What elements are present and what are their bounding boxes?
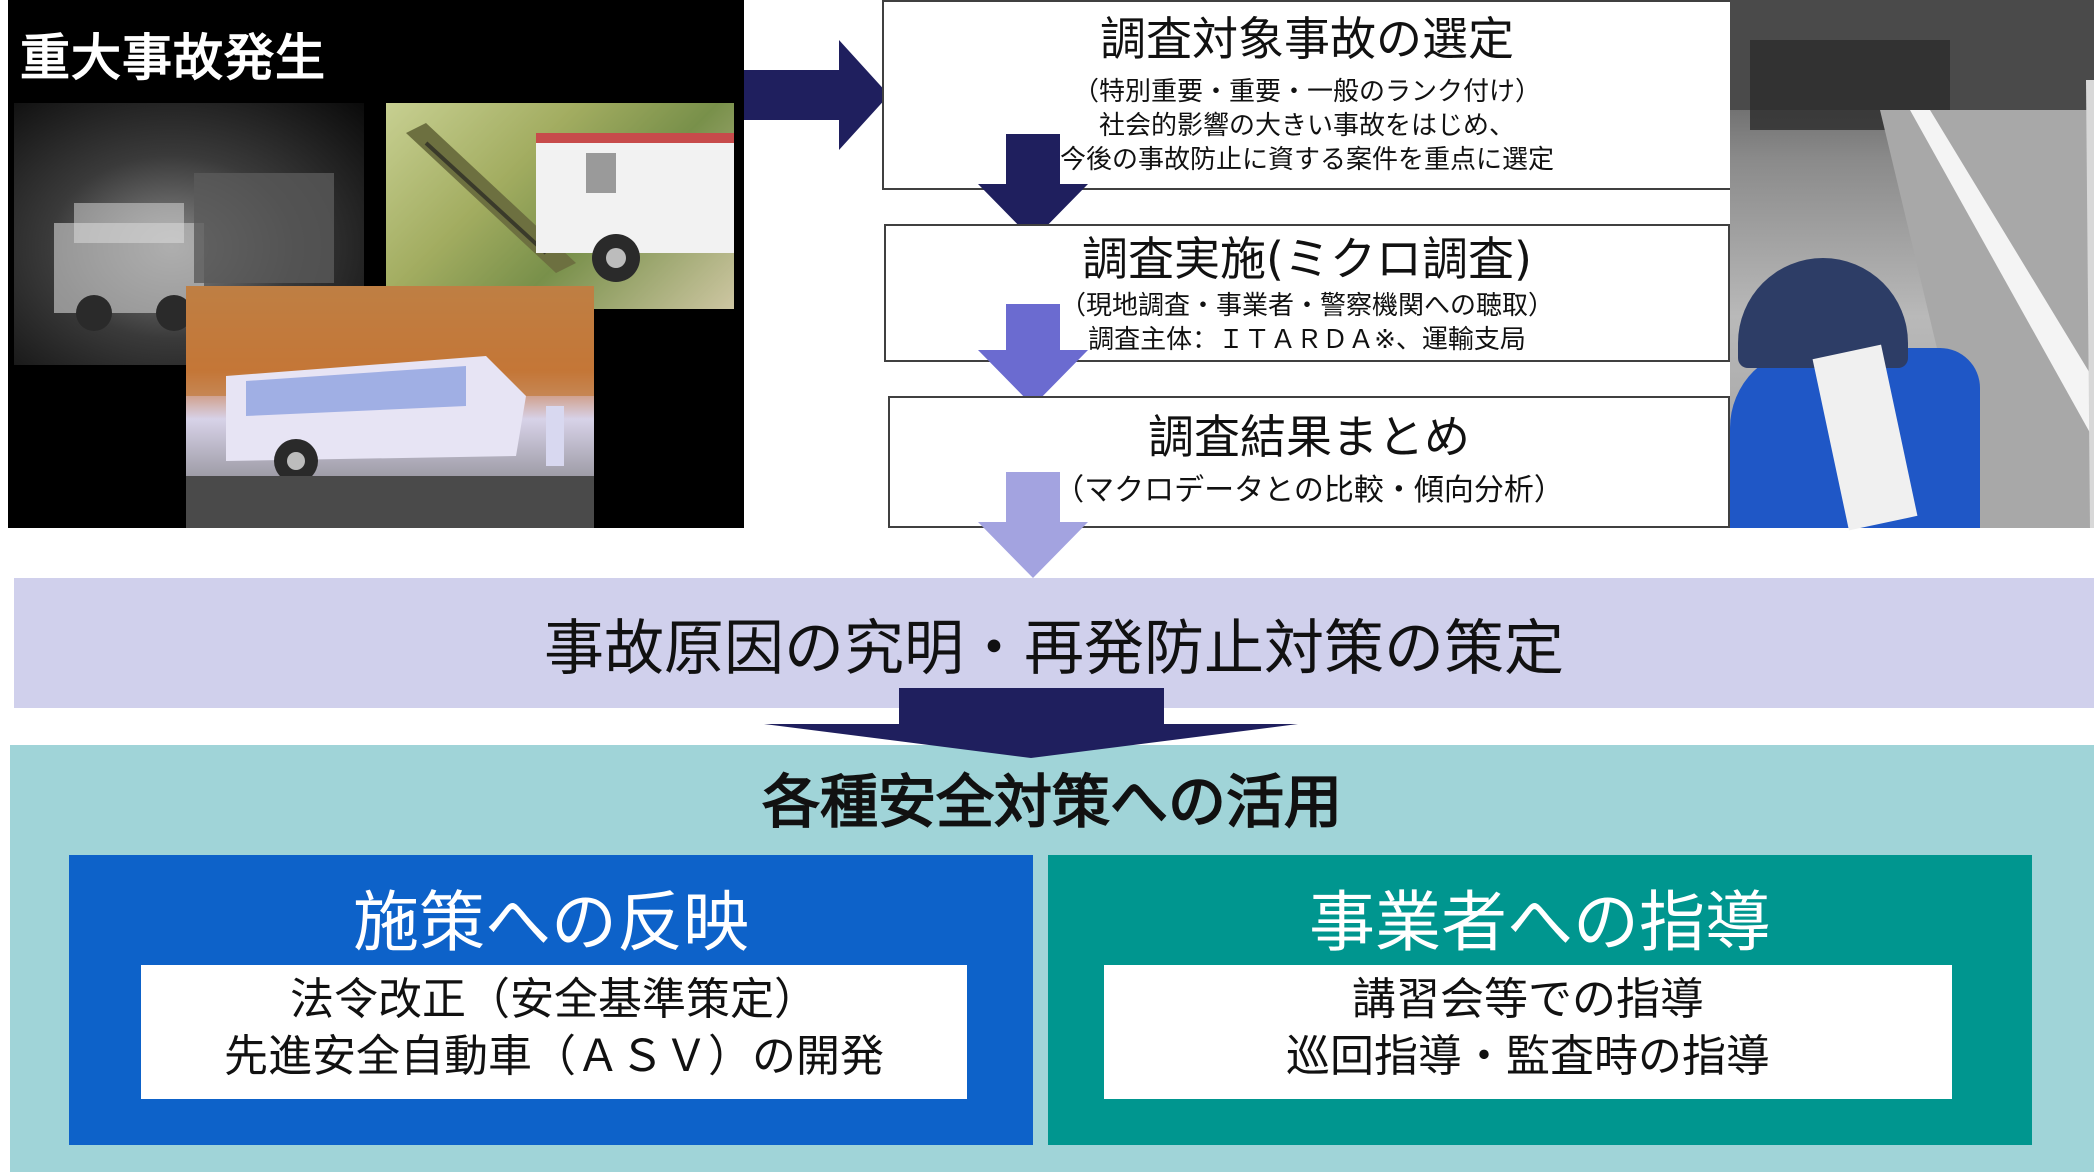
- step-selection-line-1: （特別重要・重要・一般のランク付け）: [1072, 76, 1541, 107]
- tunnel-accident-photo: [14, 103, 364, 365]
- cause-band: [14, 578, 2094, 708]
- arrow-to-utilization: [764, 688, 1298, 758]
- arrow-down-1: [978, 134, 1088, 240]
- cause-text: 事故原因の究明・再発防止対策の策定: [544, 614, 1564, 684]
- guidance-line-2: 巡回指導・監査時の指導: [1286, 1031, 1770, 1083]
- crashed-bus-photo: [186, 286, 594, 528]
- arrow-down-2: [978, 304, 1088, 406]
- policy-title: 施策への反映: [353, 884, 749, 961]
- policy-details: 法令改正（安全基準策定） 先進安全自動車（ＡＳＶ）の開発: [141, 965, 967, 1099]
- step-selection-line-3: 今後の事故防止に資する案件を重点に選定: [1059, 145, 1554, 176]
- guidance-panel: 事業者への指導 講習会等での指導 巡回指導・監査時の指導: [1048, 855, 2032, 1145]
- guidance-title: 事業者への指導: [1309, 884, 1771, 961]
- utilization-title: 各種安全対策への活用: [761, 768, 1342, 836]
- step-summary-line-1: （マクロデータとの比較・傾向分析）: [1054, 472, 1564, 508]
- step-selection-title: 調査対象事故の選定: [1100, 12, 1514, 66]
- step-selection-line-2: 社会的影響の大きい事故をはじめ、: [1098, 110, 1515, 141]
- arrow-to-selection: [744, 40, 889, 150]
- step-summary-title: 調査結果まとめ: [1148, 410, 1470, 464]
- accident-title: 重大事故発生: [20, 29, 326, 87]
- policy-line-1: 法令改正（安全基準策定）: [290, 974, 818, 1025]
- step-investigation-title: 調査実施(ミクロ調査): [1082, 232, 1532, 286]
- step-investigation-line-2: 調査主体：ＩＴＡＲＤＡ※、運輸支局: [1088, 324, 1526, 355]
- policy-line-2: 先進安全自動車（ＡＳＶ）の開発: [224, 1031, 884, 1083]
- guidance-line-1: 講習会等での指導: [1352, 974, 1704, 1025]
- overpass-bus-photo: [386, 103, 734, 309]
- arrow-down-3: [978, 472, 1088, 578]
- guidance-details: 講習会等での指導 巡回指導・監査時の指導: [1104, 965, 1952, 1099]
- step-investigation-line-1: （現地調査・事業者・警察機関への聴取）: [1059, 290, 1554, 321]
- policy-panel: 施策への反映 法令改正（安全基準策定） 先進安全自動車（ＡＳＶ）の開発: [69, 855, 1033, 1145]
